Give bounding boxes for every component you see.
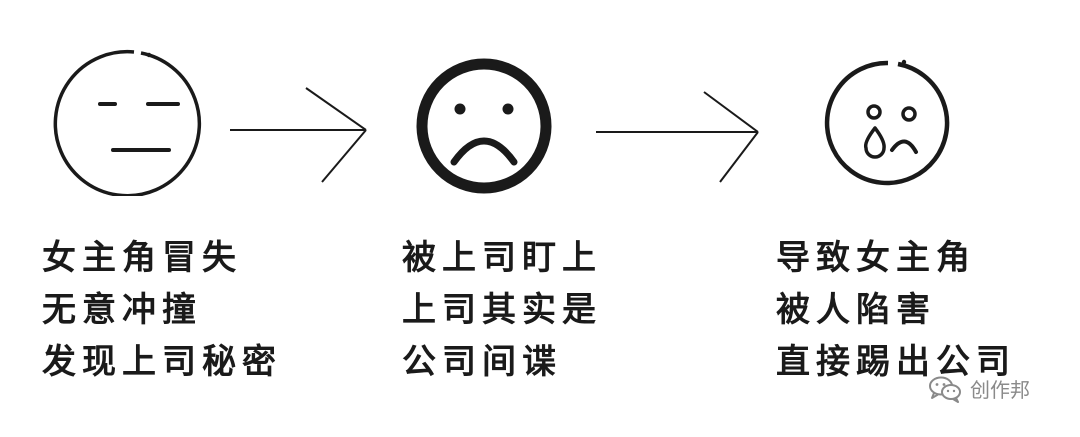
caption-line: 女主角冒失 [42, 238, 242, 278]
caption-line: 发现上司秘密 [42, 342, 282, 382]
arrow-right-icon [596, 91, 759, 183]
wechat-icon [929, 376, 961, 403]
crying-face-icon [824, 59, 950, 186]
caption-line: 导致女主角 [776, 238, 976, 278]
caption-line: 被上司盯上 [402, 238, 602, 278]
caption-line: 公司间谍 [402, 342, 562, 382]
watermark: 创作邦 [928, 374, 1030, 403]
caption-line: 无意冲撞 [42, 290, 202, 330]
neutral-face-icon [53, 49, 202, 196]
sad-face-icon [416, 58, 552, 194]
step-3-caption: 导致女主角 被人陷害 直接踢出公司 [776, 232, 1016, 388]
watermark-text: 创作邦 [970, 378, 1030, 402]
arrow-right-icon [230, 87, 367, 183]
caption-line: 直接踢出公司 [776, 342, 1016, 382]
step-2-caption: 被上司盯上 上司其实是 公司间谍 [402, 232, 602, 388]
caption-line: 上司其实是 [402, 290, 602, 330]
caption-line: 被人陷害 [776, 290, 936, 330]
step-1-caption: 女主角冒失 无意冲撞 发现上司秘密 [42, 232, 282, 388]
